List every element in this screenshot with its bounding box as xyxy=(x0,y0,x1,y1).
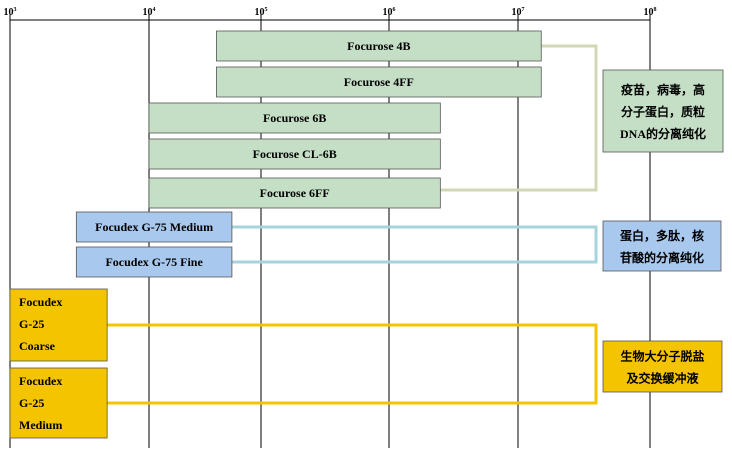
bar-label: Focurose CL-6B xyxy=(253,147,337,161)
x-tick-label: 105 xyxy=(255,7,268,18)
bar-label: Focudex xyxy=(19,295,62,309)
group-description-box xyxy=(602,69,724,153)
x-tick-label: 103 xyxy=(4,7,17,18)
range-bar xyxy=(9,288,108,362)
group-bracket xyxy=(231,225,598,264)
group-bracket xyxy=(82,323,598,405)
range-bar xyxy=(75,211,233,243)
bar-label: G-25 xyxy=(19,396,44,410)
group-description-text: 分子蛋白，质粒 xyxy=(621,104,705,119)
group-description-box xyxy=(602,220,722,272)
bar-label: Medium xyxy=(19,418,62,432)
range-bar xyxy=(216,30,542,62)
bar-label: Focudex G-75 Fine xyxy=(105,255,203,269)
group-description-text: 苷酸的分离纯化 xyxy=(620,250,704,265)
bar-label: G-25 xyxy=(19,317,44,331)
bar-label: Focurose 6FF xyxy=(260,186,330,200)
group-description-text: DNA的分离纯化 xyxy=(620,126,706,141)
x-tick-label: 106 xyxy=(383,7,396,18)
range-bar xyxy=(148,138,441,170)
group-description-text: 蛋白，多肽，核 xyxy=(620,228,704,243)
bar-label: Focudex xyxy=(19,374,62,388)
group-description-box xyxy=(602,340,723,393)
range-bar xyxy=(9,367,108,439)
x-tick-label: 108 xyxy=(644,7,657,18)
range-bar xyxy=(148,177,441,209)
group-description-text: 疫苗，病毒，高 xyxy=(621,82,705,97)
x-tick-label: 107 xyxy=(512,7,525,18)
bar-label: Focudex G-75 Medium xyxy=(95,220,213,234)
group-bracket xyxy=(440,44,598,192)
range-bar xyxy=(216,66,542,98)
bar-label: Coarse xyxy=(19,339,56,353)
group-description-text: 生物大分子脱盐 xyxy=(620,349,704,364)
range-bar xyxy=(148,102,441,134)
group-description-text: 及交换缓冲液 xyxy=(626,371,698,386)
bar-label: Focurose 6B xyxy=(263,111,326,125)
bar-label: Focurose 4B xyxy=(347,39,410,53)
range-bar xyxy=(75,246,233,278)
x-tick-label: 104 xyxy=(143,7,156,18)
bar-label: Focurose 4FF xyxy=(344,75,414,89)
